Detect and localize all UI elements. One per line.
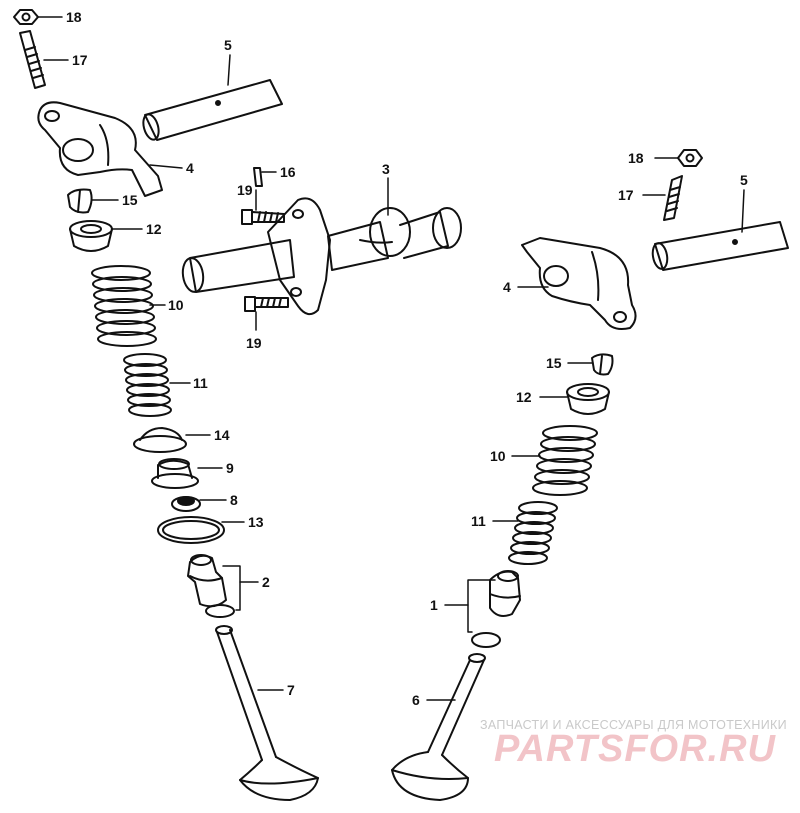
label-part: 15 — [122, 192, 138, 208]
label-part: 3 — [382, 161, 390, 177]
part-3-camshaft — [181, 197, 462, 316]
part-number-labels: 18 17 5 4 15 12 10 11 14 9 8 13 2 7 16 1… — [66, 9, 748, 708]
label-part: 19 — [246, 335, 262, 351]
leader-lines — [37, 16, 745, 701]
part-17-screw-left — [19, 30, 46, 89]
label-part: 6 — [412, 692, 420, 708]
part-19-bolt-upper — [241, 209, 285, 225]
part-5-rocker-shaft-left — [142, 79, 283, 141]
label-part: 17 — [72, 52, 88, 68]
part-4-rocker-arm-left — [37, 101, 163, 197]
part-10-outer-spring-right — [532, 425, 598, 496]
label-part: 17 — [618, 187, 634, 203]
part-18-nut-right — [677, 149, 703, 167]
part-13-oring-left — [157, 516, 225, 544]
label-part: 4 — [503, 279, 511, 295]
label-part: 18 — [628, 150, 644, 166]
part-19-bolt-lower — [244, 296, 289, 312]
part-4-rocker-arm-right — [521, 237, 637, 330]
label-part: 5 — [740, 172, 748, 188]
label-part: 11 — [471, 513, 486, 529]
label-part: 8 — [230, 492, 238, 508]
part-9-spring-seat-left — [151, 458, 199, 489]
label-part: 18 — [66, 9, 82, 25]
label-part: 13 — [248, 514, 264, 530]
part-6-valve-right — [391, 653, 486, 801]
part-12-retainer-left — [69, 220, 113, 252]
part-14-spring-seat-left — [133, 427, 187, 453]
part-15-cotter-right — [591, 353, 614, 376]
part-1-valve-guide-right — [471, 570, 521, 648]
label-part: 16 — [280, 164, 296, 180]
part-11-inner-spring-left — [123, 353, 172, 417]
label-part: 14 — [214, 427, 230, 443]
label-part: 1 — [430, 597, 438, 613]
part-16-dowel-pin — [253, 167, 263, 187]
label-part: 10 — [168, 297, 184, 313]
label-part: 11 — [193, 375, 208, 391]
part-5-rocker-shaft-right — [651, 221, 789, 271]
part-12-retainer-right — [566, 383, 610, 415]
part-18-nut-left — [13, 9, 39, 25]
label-part: 7 — [287, 682, 295, 698]
part-8-seal-left — [171, 496, 201, 512]
part-7-valve-left — [215, 625, 319, 801]
watermark-brand-logo: PARTSFOR.RU — [494, 728, 776, 770]
label-part: 10 — [490, 448, 506, 464]
part-2-valve-guide-left — [187, 554, 235, 618]
label-part: 19 — [237, 182, 253, 198]
label-part: 5 — [224, 37, 232, 53]
label-part: 4 — [186, 160, 194, 176]
label-part: 12 — [146, 221, 162, 237]
part-17-screw-right — [663, 175, 683, 221]
watermark-caption: ЗАПЧАСТИ И АКСЕССУАРЫ ДЛЯ МОТОТЕХНИКИ — [480, 718, 787, 732]
part-10-outer-spring-left — [91, 265, 157, 347]
part-15-cotter-left — [67, 188, 93, 214]
label-part: 12 — [516, 389, 532, 405]
label-part: 15 — [546, 355, 562, 371]
part-11-inner-spring-right — [508, 501, 558, 565]
label-part: 9 — [226, 460, 234, 476]
label-part: 2 — [262, 574, 270, 590]
